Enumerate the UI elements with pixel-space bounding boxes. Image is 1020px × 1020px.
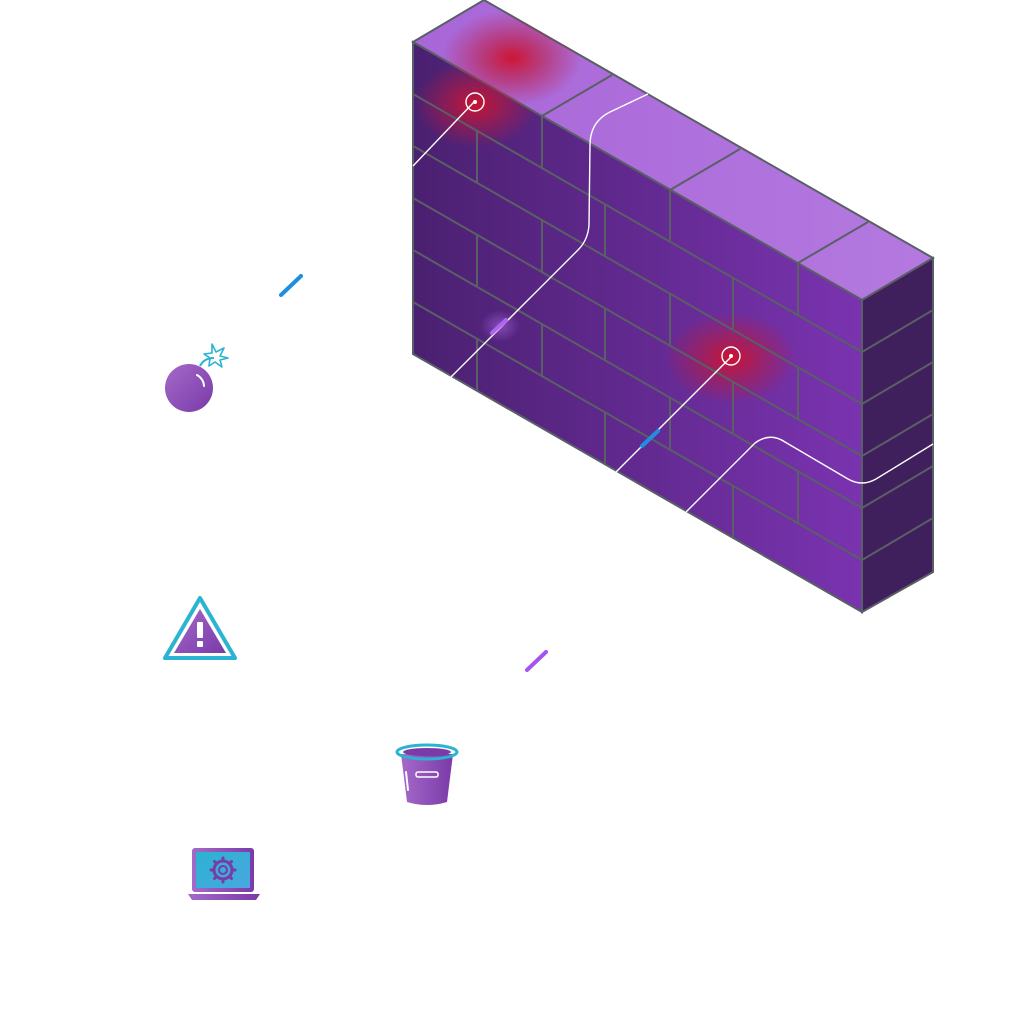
bomb-icon	[160, 340, 232, 416]
laptop-settings-icon	[184, 844, 264, 904]
warning-triangle-icon	[162, 594, 238, 662]
data-packet-purple	[525, 650, 548, 672]
network-trace	[449, 93, 649, 379]
gear-icon	[209, 856, 237, 884]
target-marker	[721, 346, 741, 366]
firewall-wall	[411, 0, 935, 614]
target-marker	[465, 92, 485, 112]
network-traces	[412, 93, 934, 513]
side-mortar-lines	[861, 309, 934, 561]
top-joints	[541, 74, 869, 264]
network-trace	[685, 436, 934, 513]
network-trace	[412, 101, 475, 167]
brick-mortar-lines	[413, 93, 862, 561]
data-packet-blue	[279, 274, 303, 297]
bucket-icon	[392, 738, 462, 810]
data-packet-purple	[490, 318, 508, 335]
data-packet-blue	[640, 429, 660, 448]
network-trace	[615, 356, 732, 473]
